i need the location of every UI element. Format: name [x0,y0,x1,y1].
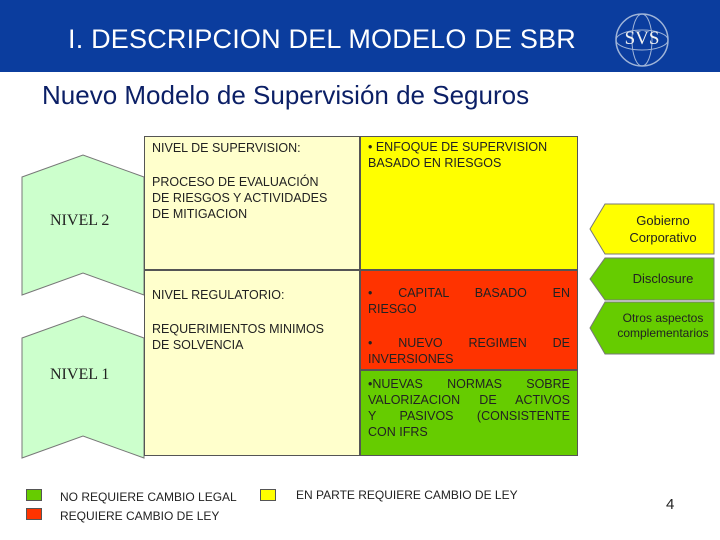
approach-line-1: • ENFOQUE DE SUPERVISION [368,140,548,154]
supervision-level-heading: NIVEL DE SUPERVISION: [152,141,301,155]
process-line-2: DE RIESGOS Y ACTIVIDADES [152,191,328,205]
header-bar [0,0,720,72]
risk-based-supervision-box [360,136,578,270]
gobierno-label: Gobierno Corporativo [612,212,714,246]
legend-swatch-no-change [26,489,42,501]
law-change-box [360,270,578,370]
gobierno-line-1: Gobierno [636,213,690,228]
legend-law-change-label: REQUIERE CAMBIO DE LEY [60,509,220,523]
capital-line-2: RIESGO [368,302,417,316]
norms-line-3: Y PASIVOS (CONSISTENTE [368,409,570,423]
otros-label: Otros aspectos complementarios [608,311,718,341]
no-change-box [360,370,578,456]
regulatory-level-heading: NIVEL REGULATORIO: [152,288,285,302]
otros-aspectos-tag [589,301,715,355]
requirement-line-2: DE SOLVENCIA [152,338,244,352]
disclosure-tag [589,257,715,301]
requirement-line-1: REQUERIMIENTOS MINIMOS [152,322,325,336]
nivel-1-chevron [21,315,145,459]
nivel-2-label: NIVEL 2 [50,212,110,229]
regime-line-2: INVERSIONES [368,352,454,366]
legend-swatch-partial-change [260,489,276,501]
page-number: 4 [666,496,675,513]
legend-partial-change-label: EN PARTE REQUIERE CAMBIO DE LEY [296,488,518,502]
gobierno-corporativo-tag [589,203,715,255]
approach-line-2: BASADO EN RIESGOS [368,156,502,170]
process-line-3: DE MITIGACION [152,207,248,221]
nivel-1-label: NIVEL 1 [50,366,110,383]
supervision-level-box [144,136,360,270]
legend-swatch-law-change [26,508,42,520]
svs-logo-icon [615,13,669,67]
norms-line-4: CON IFRS [368,425,428,439]
process-line-1: PROCESO DE EVALUACIÓN [152,175,319,189]
norms-line-2: VALORIZACION DE ACTIVOS [368,393,570,407]
regulatory-level-box [144,270,360,456]
page-subtitle: Nuevo Modelo de Supervisión de Seguros [42,80,530,110]
norms-line-1: •NUEVAS NORMAS SOBRE [368,377,570,391]
capital-line-1: • CAPITAL BASADO EN [368,286,570,300]
disclosure-label: Disclosure [632,271,694,286]
gobierno-line-2: Corporativo [629,230,697,245]
otros-line-1: Otros aspectos [622,311,704,325]
legend-no-change-label: NO REQUIERE CAMBIO LEGAL [60,490,237,504]
otros-line-2: complementarios [617,326,709,340]
slide-title: I. DESCRIPCION DEL MODELO DE SBR [68,24,576,54]
logo-text: SVS [624,28,660,49]
regime-line-1: • NUEVO REGIMEN DE [368,336,570,350]
